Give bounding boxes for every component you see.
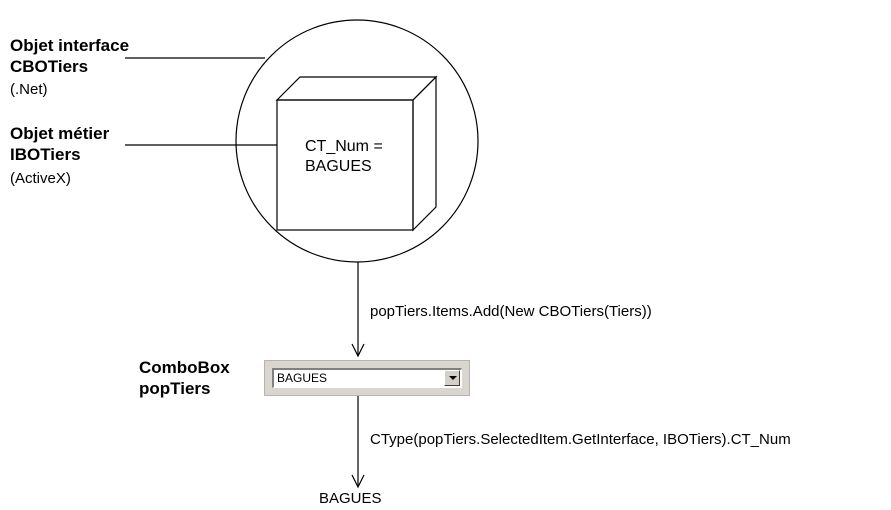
interface-object-title: Objet interface bbox=[10, 36, 130, 55]
get-interface-code: CType(popTiers.SelectedItem.GetInterface… bbox=[370, 431, 791, 448]
combobox-selected-value: BAGUES bbox=[277, 371, 328, 385]
business-object-cube bbox=[275, 75, 438, 232]
box-text-line1: CT_Num = bbox=[305, 138, 383, 155]
business-object-name: IBOTiers bbox=[10, 145, 81, 164]
result-value: BAGUES bbox=[319, 490, 382, 507]
combobox-name: popTiers bbox=[139, 379, 211, 398]
combobox-title: ComboBox bbox=[139, 358, 230, 377]
box-text-line2: BAGUES bbox=[305, 158, 372, 175]
business-object-title: Objet métier bbox=[10, 124, 110, 143]
interface-object-name: CBOTiers bbox=[10, 57, 89, 76]
poptiers-combobox[interactable]: BAGUES bbox=[272, 368, 462, 388]
object-circle bbox=[235, 19, 479, 263]
arrow-to-combobox-head bbox=[351, 343, 365, 358]
business-object-tech: (ActiveX) bbox=[10, 170, 71, 187]
interface-object-tech: (.Net) bbox=[10, 81, 48, 98]
arrow-to-result-head bbox=[351, 474, 365, 489]
combobox-frame: BAGUES bbox=[264, 360, 470, 396]
chevron-down-icon bbox=[449, 376, 457, 380]
add-items-code: popTiers.Items.Add(New CBOTiers(Tiers)) bbox=[370, 303, 652, 320]
combobox-dropdown-button[interactable] bbox=[444, 370, 460, 386]
